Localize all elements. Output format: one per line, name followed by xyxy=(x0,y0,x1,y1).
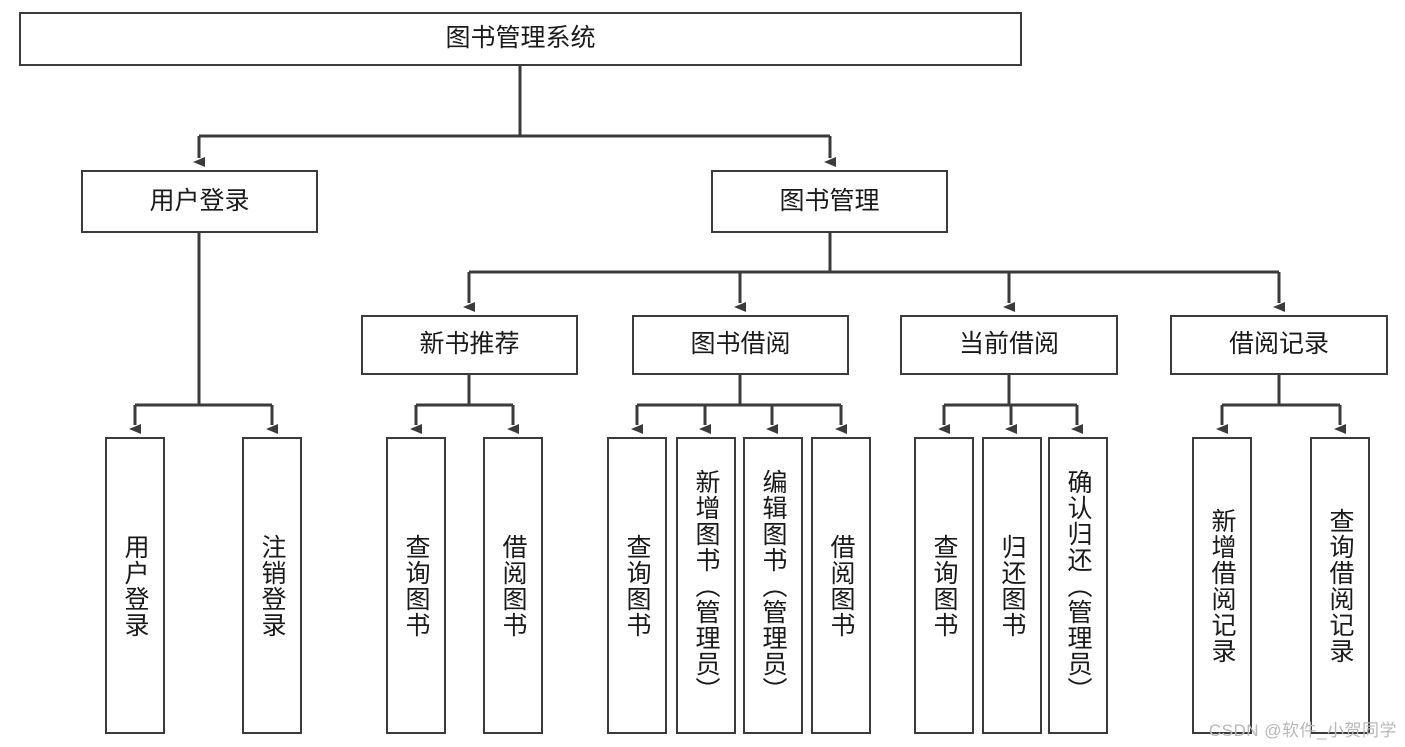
leaf-record-add-record[interactable]: 新增借阅记录 xyxy=(1192,437,1252,734)
node-new-book-recommend-label: 新书推荐 xyxy=(419,330,520,359)
leaf-record-query-record[interactable]: 查询借阅记录 xyxy=(1310,437,1370,734)
node-current-borrow-label: 当前借阅 xyxy=(958,330,1059,359)
leaf-new-book-borrow[interactable]: 借阅图书 xyxy=(483,437,543,734)
leaf-borrow-query-book[interactable]: 查询图书 xyxy=(607,437,667,734)
node-new-book-recommend[interactable]: 新书推荐 xyxy=(361,315,578,375)
watermark: CSDN @软件_小贺同学 xyxy=(1208,721,1397,740)
leaf-borrow-borrow-book[interactable]: 借阅图书 xyxy=(811,437,871,734)
leaf-label: 查询借阅记录 xyxy=(1326,507,1354,664)
leaf-label: 借阅图书 xyxy=(827,533,855,638)
leaf-user-login-login[interactable]: 用户登录 xyxy=(105,437,165,734)
node-book-management-label: 图书管理 xyxy=(779,186,880,215)
leaf-new-book-query[interactable]: 查询图书 xyxy=(386,437,446,734)
leaf-label: 新增图书（管理员） xyxy=(692,468,720,703)
leaf-label: 归还图书 xyxy=(998,533,1026,638)
leaf-borrow-edit-book-admin[interactable]: 编辑图书（管理员） xyxy=(743,437,803,734)
leaf-label: 查询图书 xyxy=(623,533,651,638)
leaf-label: 新增借阅记录 xyxy=(1208,507,1236,664)
node-user-login[interactable]: 用户登录 xyxy=(81,170,318,233)
node-book-management[interactable]: 图书管理 xyxy=(711,170,948,233)
node-user-login-label: 用户登录 xyxy=(149,186,250,215)
leaf-label: 编辑图书（管理员） xyxy=(759,468,787,703)
leaf-user-login-logout[interactable]: 注销登录 xyxy=(242,437,302,734)
leaf-label: 查询图书 xyxy=(930,533,958,638)
node-borrow-record[interactable]: 借阅记录 xyxy=(1170,315,1388,375)
node-book-borrow[interactable]: 图书借阅 xyxy=(632,315,849,375)
leaf-current-return-book[interactable]: 归还图书 xyxy=(982,437,1042,734)
leaf-current-confirm-return-admin[interactable]: 确认归还（管理员） xyxy=(1048,437,1108,734)
leaf-label: 确认归还（管理员） xyxy=(1064,468,1092,703)
leaf-label: 借阅图书 xyxy=(499,533,527,638)
node-root-label: 图书管理系统 xyxy=(445,24,596,53)
leaf-label: 注销登录 xyxy=(258,533,286,638)
leaf-label: 查询图书 xyxy=(402,533,430,638)
node-borrow-record-label: 借阅记录 xyxy=(1228,330,1329,359)
leaf-label: 用户登录 xyxy=(121,533,149,638)
node-root[interactable]: 图书管理系统 xyxy=(19,12,1022,66)
node-current-borrow[interactable]: 当前借阅 xyxy=(900,315,1118,375)
leaf-borrow-add-book-admin[interactable]: 新增图书（管理员） xyxy=(676,437,736,734)
leaf-current-query-book[interactable]: 查询图书 xyxy=(914,437,974,734)
node-book-borrow-label: 图书借阅 xyxy=(690,330,791,359)
